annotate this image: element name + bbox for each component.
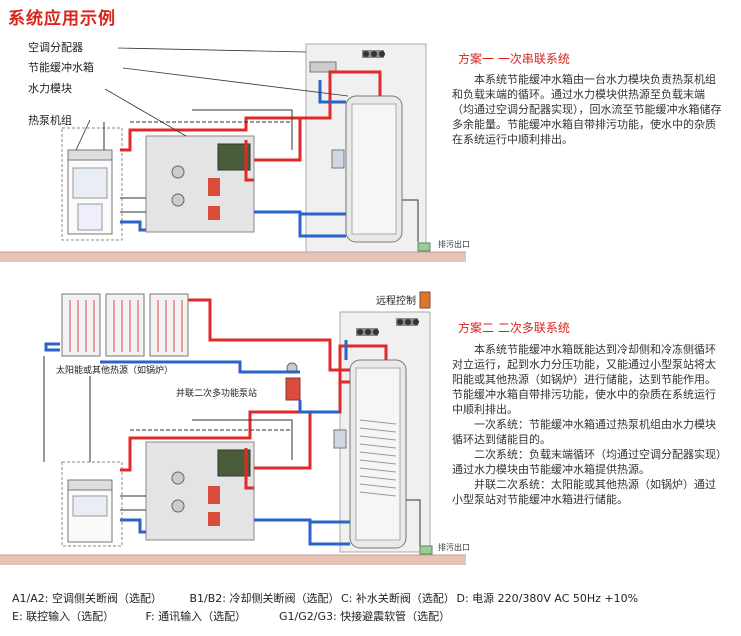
remote-control-box bbox=[419, 291, 431, 309]
distributor-1 bbox=[309, 50, 385, 73]
legend-item-f: F: 通讯输入（选配） bbox=[145, 610, 247, 623]
pump-station bbox=[285, 362, 301, 401]
legend-item-a: A1/A2: 空调侧关断阀（选配） bbox=[12, 592, 162, 605]
label-buffer-tank-1: 节能缓冲水箱 bbox=[28, 60, 94, 74]
label-solar: 太阳能或其他热源（如锅炉） bbox=[56, 364, 173, 376]
solar-collectors bbox=[61, 293, 189, 357]
scheme2-paragraph-2: 一次系统：节能缓冲水箱通过热泵机组由水力模块循环达到储能目的。 bbox=[452, 418, 716, 446]
label-distributor-1: 空调分配器 bbox=[28, 40, 83, 54]
heat-pump-1 bbox=[67, 149, 113, 235]
scheme2-body: 本系统节能缓冲水箱既能达到冷却侧和冷冻侧循环对立运行，起到水力分压功能，又能通过… bbox=[452, 342, 724, 507]
scheme2-title: 方案二 二次多联系统 bbox=[458, 321, 570, 335]
ground-2 bbox=[0, 555, 466, 565]
distributor-2 bbox=[356, 318, 419, 336]
scheme1-body: 本系统节能缓冲水箱由一台水力模块负责热泵机组和负载末端的循环。通过水力模块供热源… bbox=[452, 72, 724, 147]
label-remote-control: 远程控制 bbox=[376, 294, 416, 307]
scheme2-diagram: 排污出口 远程控制 太阳能或其他热源（如锅炉） 并联二次多功能泵站 bbox=[0, 291, 470, 565]
legend-item-d: D: 电源 220/380V AC 50Hz +10% bbox=[456, 592, 639, 605]
label-heat-pump-1: 热泵机组 bbox=[28, 113, 72, 127]
buffer-tank-2 bbox=[333, 359, 407, 549]
legend-item-g: G1/G2/G3: 快接避震软管（选配） bbox=[279, 610, 451, 623]
drain-label-2: 排污出口 bbox=[438, 542, 470, 552]
scheme1-diagram: 排污出口 空调分配器 节能缓冲水箱 水力模块 热泵机组 bbox=[0, 40, 470, 262]
legend: A1/A2: 空调侧关断阀（选配） B1/B2: 冷却侧关断阀（选配） C: 补… bbox=[12, 590, 732, 626]
page-title: 系统应用示例 bbox=[8, 9, 116, 29]
scheme1-title: 方案一 一次串联系统 bbox=[458, 52, 570, 66]
drain-label-1: 排污出口 bbox=[438, 239, 470, 249]
scheme1-paragraph: 本系统节能缓冲水箱由一台水力模块负责热泵机组和负载末端的循环。通过水力模块供热源… bbox=[452, 73, 722, 146]
scheme2-paragraph-1: 本系统节能缓冲水箱既能达到冷却侧和冷冻侧循环对立运行，起到水力分压功能，又能通过… bbox=[452, 343, 716, 416]
heat-pump-2 bbox=[61, 461, 123, 547]
legend-item-e: E: 联控输入（选配） bbox=[12, 610, 115, 623]
buffer-tank-1 bbox=[331, 95, 403, 243]
label-hydraulic-module-1: 水力模块 bbox=[28, 82, 72, 95]
hydraulic-module-2 bbox=[145, 441, 255, 541]
legend-item-c: C: 补水关断阀（选配） bbox=[341, 592, 455, 605]
scheme2-paragraph-3: 二次系统：负载末端循环（均通过空调分配器实现）通过水力模块由节能缓冲水箱提供热源… bbox=[452, 448, 722, 476]
scheme2-paragraph-4: 并联二次系统：太阳能或其他热源（如锅炉）通过小型泵站对节能缓冲水箱进行储能。 bbox=[452, 478, 716, 506]
hydraulic-module-1 bbox=[145, 135, 255, 233]
legend-item-b: B1/B2: 冷却侧关断阀（选配） bbox=[189, 592, 340, 605]
drain-outlet-2 bbox=[419, 545, 433, 555]
ground-1 bbox=[0, 252, 466, 262]
label-pump-station: 并联二次多功能泵站 bbox=[176, 387, 257, 399]
drain-outlet-1 bbox=[417, 242, 431, 252]
